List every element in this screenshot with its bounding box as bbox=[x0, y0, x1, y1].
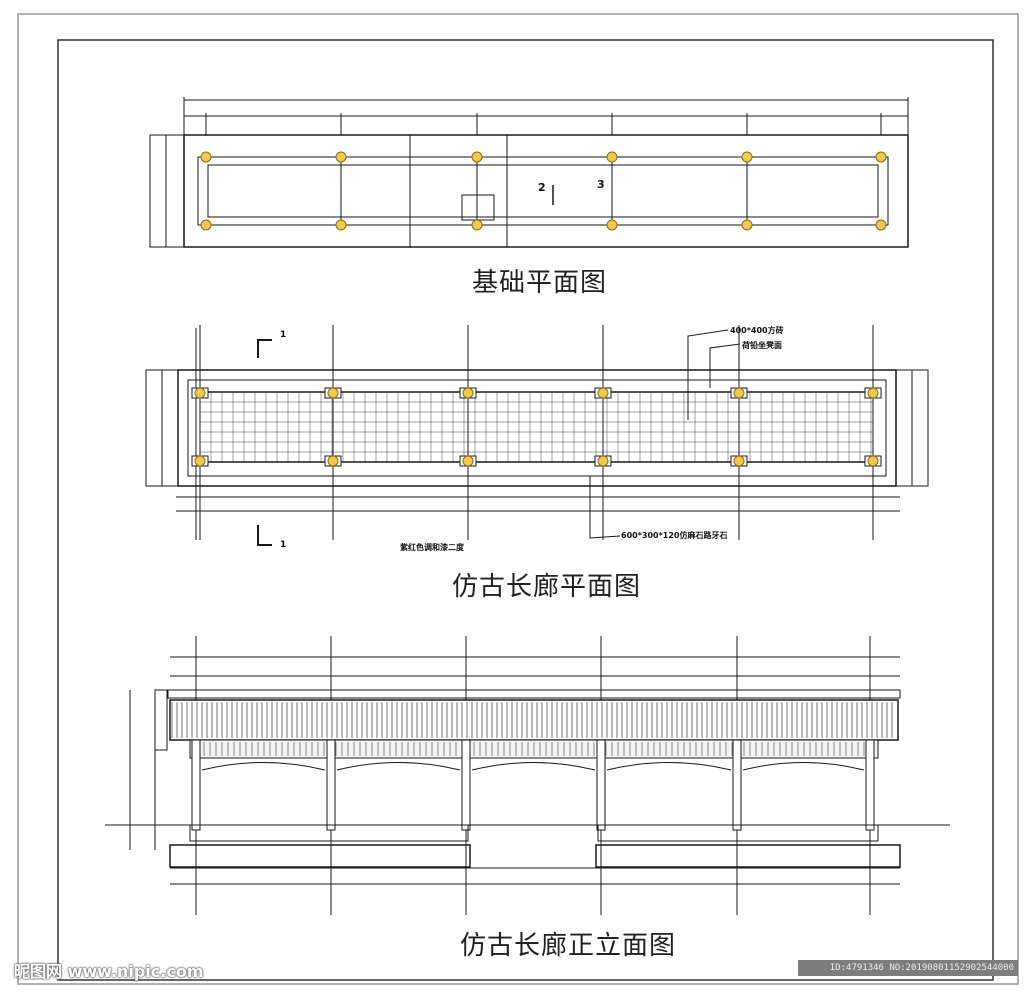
arch-line bbox=[606, 762, 732, 771]
roof-ridge bbox=[167, 689, 901, 699]
paint-annotation: 紫红色调和漆二度 bbox=[400, 543, 464, 552]
curb-annotation: 600*300*120仿麻石路牙石 bbox=[621, 531, 728, 540]
inner-frame bbox=[57, 39, 994, 981]
column-dot bbox=[200, 151, 212, 163]
arch-line bbox=[742, 762, 865, 771]
column-dot bbox=[462, 387, 474, 399]
column-dot bbox=[327, 387, 339, 399]
column-dot bbox=[335, 219, 347, 231]
bench-segment bbox=[189, 824, 469, 842]
section-marker-bottom: 1 bbox=[280, 540, 287, 550]
side-step bbox=[895, 369, 913, 487]
column-dot bbox=[471, 219, 483, 231]
platform-outer bbox=[177, 369, 897, 487]
foundation-plan-drawing bbox=[149, 97, 909, 248]
outer-frame bbox=[17, 13, 1019, 985]
section-marker-top: 1 bbox=[280, 330, 287, 340]
leader-line bbox=[589, 476, 621, 539]
corridor-plan-drawing bbox=[145, 325, 929, 546]
column-dot bbox=[867, 387, 879, 399]
column-dot bbox=[194, 387, 206, 399]
axis-label-3: 3 bbox=[597, 178, 605, 191]
column-dot bbox=[194, 455, 206, 467]
column-dot bbox=[335, 151, 347, 163]
column-dot bbox=[867, 455, 879, 467]
foundation-side-dim bbox=[149, 134, 185, 248]
opening bbox=[461, 194, 495, 221]
column-dot bbox=[875, 219, 887, 231]
axis-label-2: 2 bbox=[538, 181, 546, 194]
foundation-beam-inner bbox=[207, 164, 879, 218]
column-dot bbox=[733, 455, 745, 467]
column-dot bbox=[597, 455, 609, 467]
column-dot bbox=[327, 455, 339, 467]
bench-annotation: 荷铅坐凳面 bbox=[742, 341, 782, 350]
column bbox=[732, 739, 742, 831]
column-dot bbox=[606, 219, 618, 231]
column bbox=[461, 739, 471, 831]
bench-segment bbox=[597, 824, 879, 842]
leader-line bbox=[709, 343, 741, 388]
column-dot bbox=[462, 455, 474, 467]
tile-annotation: 400*400方砖 bbox=[730, 326, 784, 335]
column bbox=[865, 739, 875, 831]
arch-line bbox=[471, 762, 596, 771]
base-plinth bbox=[169, 844, 471, 868]
section-arrow-top bbox=[257, 339, 272, 358]
column bbox=[191, 739, 201, 831]
column-dot bbox=[597, 387, 609, 399]
side-dim-box bbox=[154, 689, 168, 751]
foundation-slab bbox=[183, 134, 909, 248]
watermark-right: ID:4791346 NO:20190801152902544000 bbox=[798, 960, 1018, 976]
arch-line bbox=[336, 762, 461, 771]
leader-line bbox=[687, 329, 729, 420]
column bbox=[596, 739, 606, 831]
corridor-plan-title: 仿古长廊平面图 bbox=[452, 572, 642, 602]
column-dot bbox=[606, 151, 618, 163]
section-arrow-bottom bbox=[257, 525, 272, 546]
roof-body bbox=[169, 699, 899, 741]
column-dot bbox=[875, 151, 887, 163]
column-dot bbox=[741, 151, 753, 163]
foundation-beam-outer bbox=[197, 156, 889, 226]
foundation-plan-title: 基础平面图 bbox=[472, 268, 608, 298]
column bbox=[326, 739, 336, 831]
column-dot bbox=[733, 387, 745, 399]
side-step bbox=[161, 369, 179, 487]
column-dot bbox=[471, 151, 483, 163]
corridor-elevation-title: 仿古长廊正立面图 bbox=[460, 931, 677, 961]
corridor-elevation-drawing bbox=[105, 636, 950, 915]
side-step bbox=[911, 369, 929, 487]
side-step bbox=[145, 369, 163, 487]
column-dot bbox=[741, 219, 753, 231]
platform-inner bbox=[187, 379, 887, 477]
arch-line bbox=[201, 762, 326, 771]
column-dot bbox=[200, 219, 212, 231]
base-plinth bbox=[595, 844, 901, 868]
watermark-left: 昵图网 www.nipic.com bbox=[14, 962, 204, 981]
